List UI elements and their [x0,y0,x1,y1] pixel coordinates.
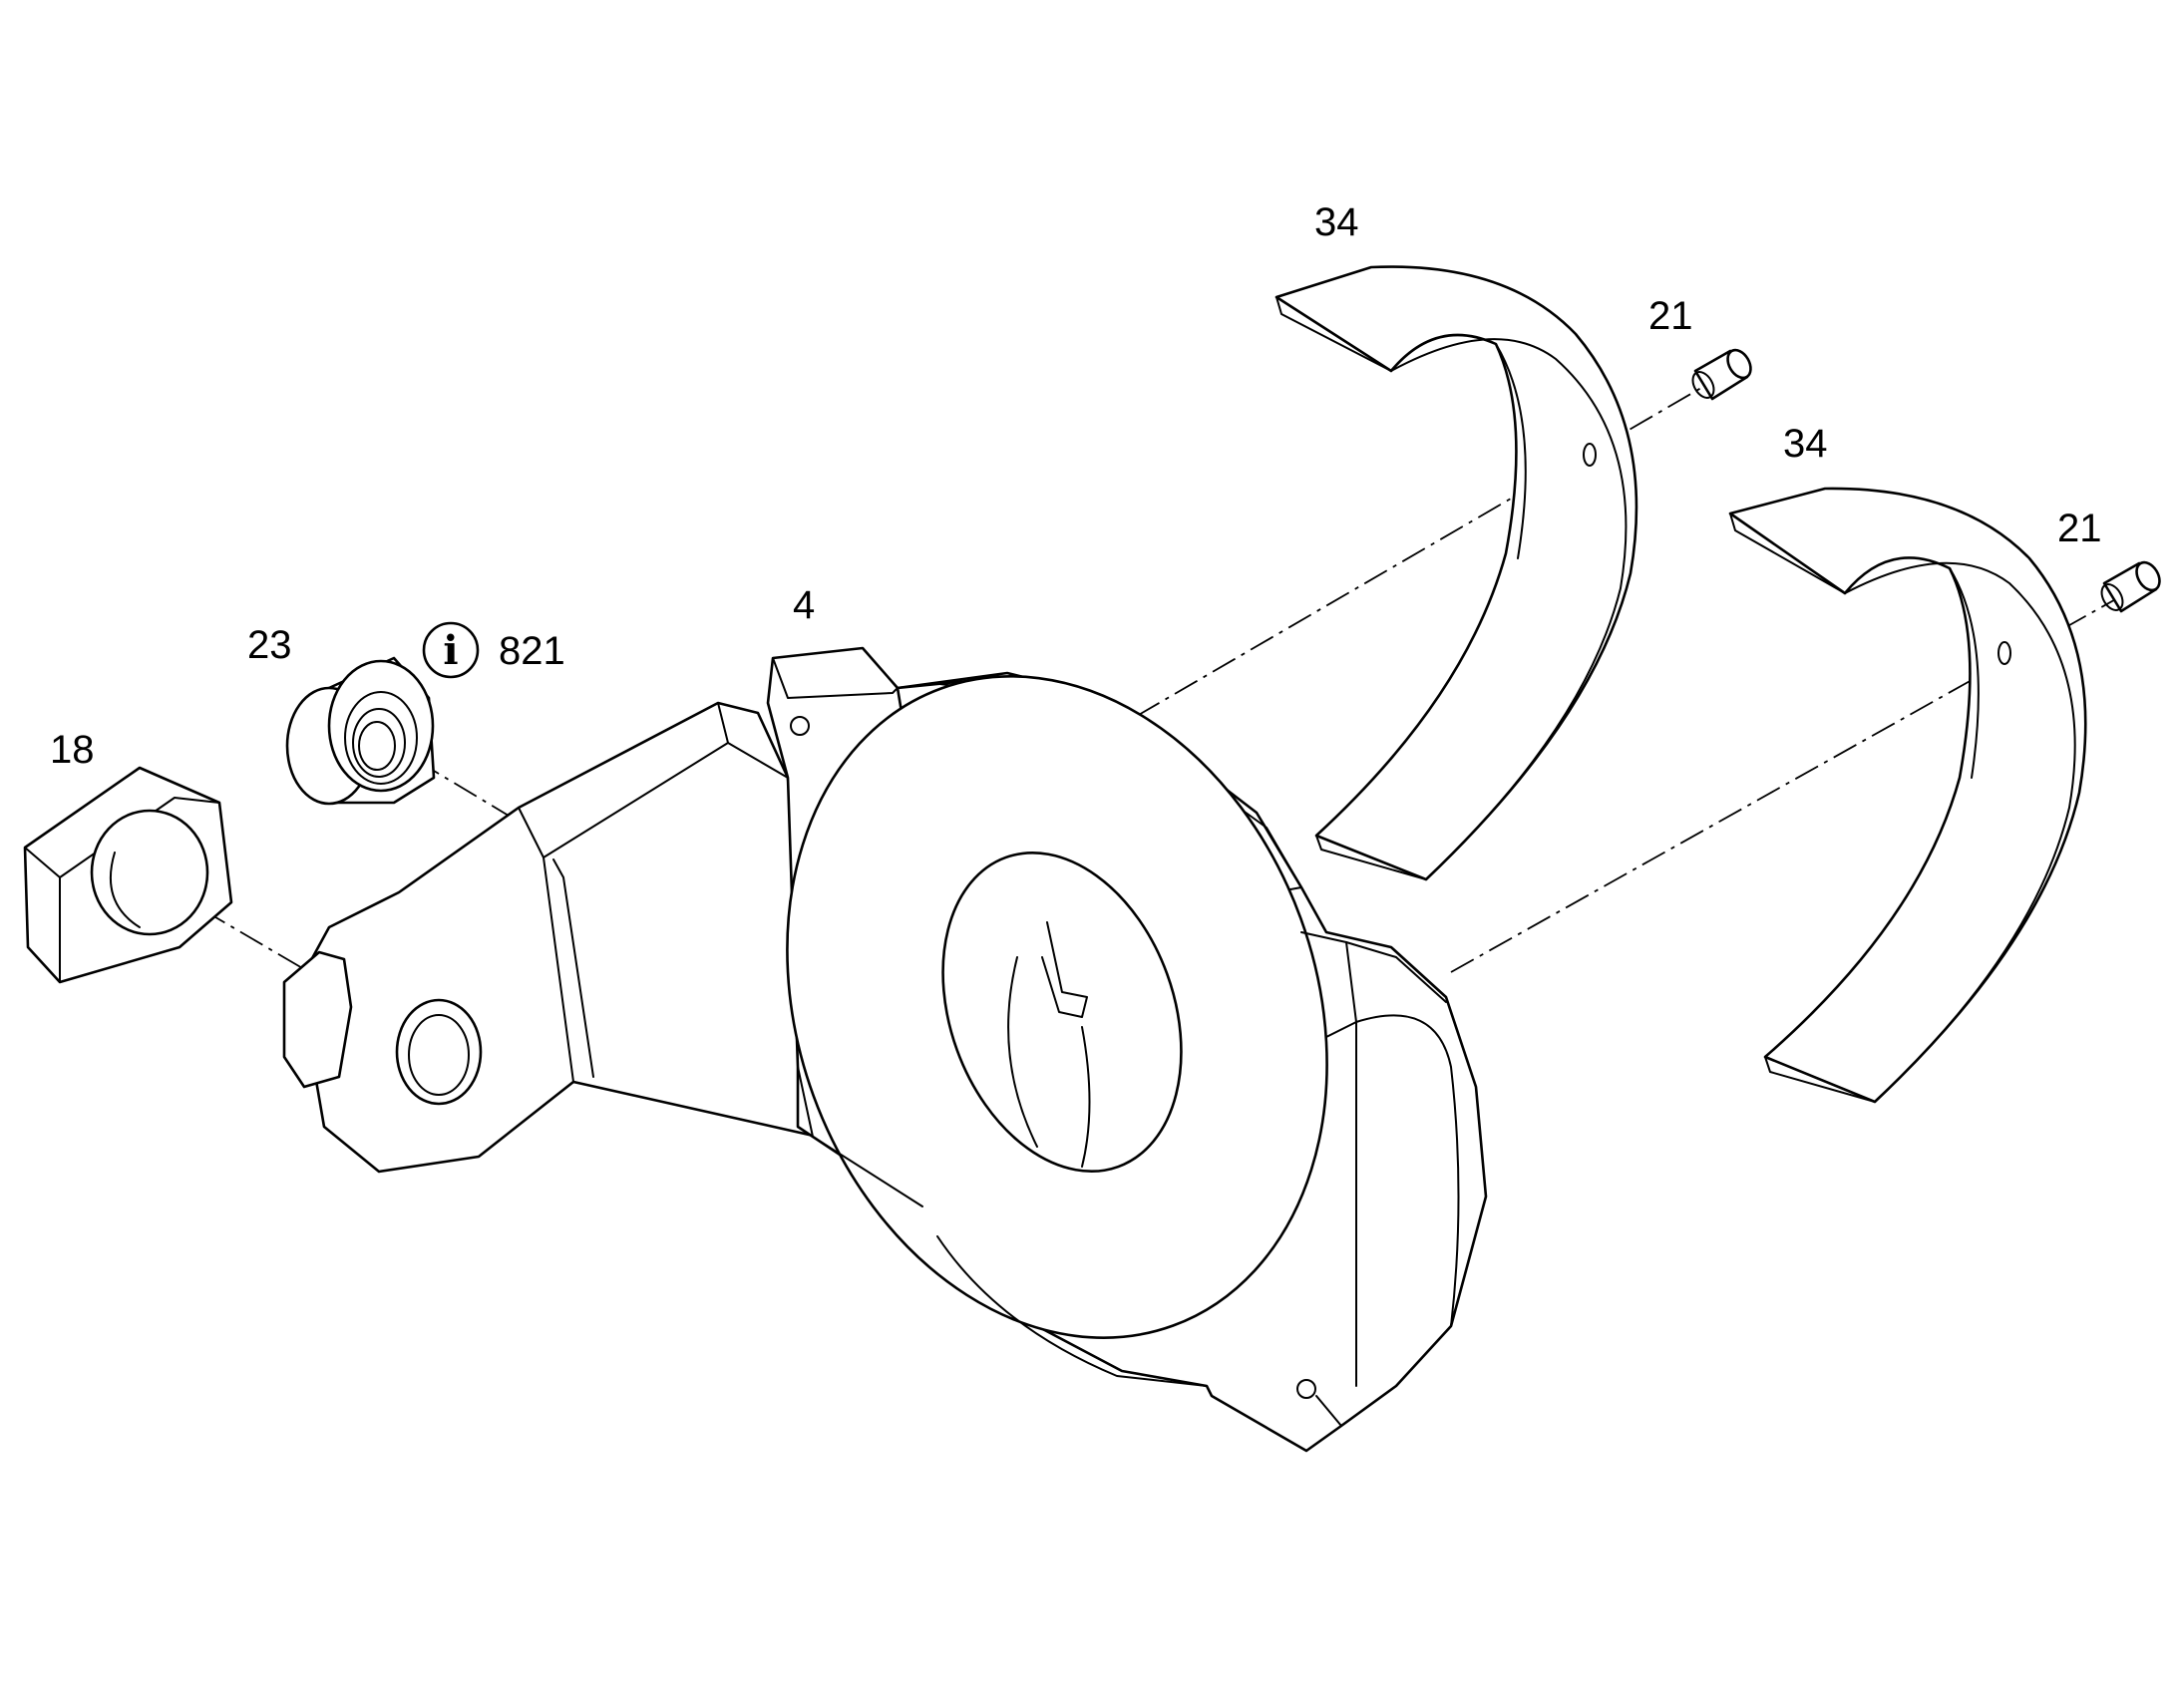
callout-21-upper: 21 [1648,294,1693,338]
part-23-bearing [285,656,436,806]
part-18-nut [23,766,233,984]
callout-23: 23 [247,623,292,667]
callout-34-lower: 34 [1783,422,1828,466]
axis-nut-to-arm [164,886,310,973]
callout-18: 18 [50,728,95,772]
info-icon: i [422,621,480,679]
callout-21-lower: 21 [2057,507,2102,550]
callout-labels: 18 23 i 821 4 34 21 34 21 [50,200,2102,772]
callout-4: 4 [793,583,815,627]
part-21-pin-lower [2100,560,2161,613]
callout-821: 821 [499,629,565,673]
part-34-shield-lower [1728,487,2087,1104]
part-4-housing [282,646,1488,1453]
axis-bearing-to-arm [378,737,530,829]
axis-pin-upper [1136,373,1726,717]
callout-34-upper: 34 [1314,200,1359,244]
info-icon-glyph: i [443,627,458,674]
part-34-shield-upper [1274,265,1638,881]
part-21-pin-upper [1691,348,1752,401]
